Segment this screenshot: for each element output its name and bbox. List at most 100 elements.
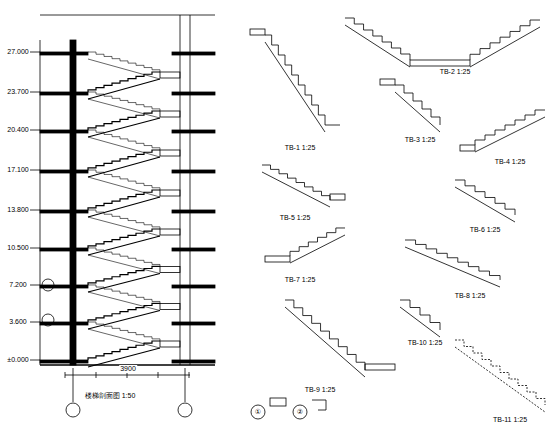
landing-slab bbox=[160, 229, 180, 235]
detail-number: ② bbox=[296, 408, 304, 416]
stair-slab bbox=[88, 59, 160, 79]
stair-section bbox=[30, 15, 215, 417]
level: 17.100 bbox=[6, 166, 29, 174]
detail-number: ① bbox=[254, 408, 262, 416]
stair-slab bbox=[455, 347, 545, 412]
stair-steps bbox=[88, 92, 160, 111]
floor-slab bbox=[40, 52, 88, 55]
stair-slab bbox=[475, 117, 545, 152]
line bbox=[325, 125, 340, 126]
level: 23.700 bbox=[6, 88, 29, 96]
stair-slab bbox=[88, 197, 160, 217]
stair-slab bbox=[88, 79, 160, 99]
landing-slab bbox=[250, 29, 265, 35]
wall-line bbox=[190, 15, 191, 365]
stair-slab bbox=[88, 329, 160, 348]
floor-slab bbox=[40, 360, 88, 363]
landing-slab bbox=[410, 60, 470, 66]
landing-slab bbox=[160, 341, 180, 347]
floor-slab bbox=[40, 130, 88, 133]
detail-circle bbox=[251, 405, 265, 419]
level: 7.200 bbox=[8, 281, 28, 289]
level-tick bbox=[30, 92, 40, 93]
floor-slab bbox=[40, 92, 88, 95]
grid-circle bbox=[66, 403, 80, 417]
stair-steps bbox=[88, 322, 160, 341]
wall bbox=[70, 40, 76, 365]
landing-slab bbox=[265, 256, 290, 262]
level-tick bbox=[30, 130, 40, 131]
stair-steps bbox=[400, 300, 440, 330]
stair-steps bbox=[455, 340, 545, 405]
stair-steps bbox=[285, 300, 365, 370]
level: 27.000 bbox=[6, 48, 29, 56]
dimension-tick bbox=[189, 372, 190, 378]
detail-title: TB-11 1:25 bbox=[492, 416, 528, 424]
stair-slab bbox=[88, 292, 160, 311]
stair-slab bbox=[88, 274, 160, 293]
stair-slab bbox=[88, 99, 160, 118]
level: 3.600 bbox=[8, 318, 28, 326]
stair-slab bbox=[470, 27, 540, 67]
dimension-tick bbox=[158, 372, 159, 378]
level-tick bbox=[30, 360, 40, 361]
level-tick bbox=[30, 52, 40, 53]
floor-slab bbox=[40, 248, 88, 251]
stair-slab bbox=[455, 187, 515, 222]
dimension-tick bbox=[96, 372, 97, 378]
dimension-tick bbox=[65, 372, 66, 378]
outline bbox=[40, 40, 41, 365]
floor-slab bbox=[172, 322, 215, 325]
stair-steps bbox=[88, 210, 160, 229]
stair-slab bbox=[88, 157, 160, 177]
dashed-flight bbox=[455, 340, 545, 412]
stair-steps bbox=[262, 165, 330, 200]
floor-slab bbox=[172, 130, 215, 133]
grid-line bbox=[185, 368, 186, 402]
floor-slab bbox=[172, 285, 215, 288]
stair-slab bbox=[262, 172, 330, 207]
stair-slab bbox=[88, 311, 160, 330]
landing-slab bbox=[365, 364, 395, 370]
grid-circle bbox=[178, 403, 192, 417]
stair-steps bbox=[395, 85, 440, 125]
detail-title: TB-10 1:25 bbox=[407, 339, 444, 347]
landing-slab bbox=[160, 150, 180, 156]
stair-steps bbox=[290, 228, 345, 256]
dimension-line bbox=[65, 375, 190, 376]
landing-slab bbox=[330, 194, 345, 200]
stair-slab bbox=[88, 118, 160, 137]
stair-steps bbox=[455, 180, 515, 215]
stair-steps bbox=[405, 240, 500, 280]
landing-slab bbox=[380, 79, 395, 85]
stair-steps bbox=[88, 285, 160, 304]
landing-slab bbox=[160, 72, 180, 78]
stair-slab bbox=[405, 247, 500, 287]
landing-slab bbox=[460, 145, 475, 151]
level-tick bbox=[30, 248, 40, 249]
detail-title: TB-2 1:25 bbox=[439, 68, 472, 76]
stair-slab bbox=[88, 255, 160, 274]
floor-slab bbox=[172, 170, 215, 173]
level: 10.500 bbox=[6, 244, 29, 252]
level-tick bbox=[30, 322, 40, 323]
level-tick bbox=[30, 170, 40, 171]
level: 13.800 bbox=[6, 206, 29, 214]
floor-slab bbox=[172, 210, 215, 213]
drawing-title: 楼梯剖面图 1:50 bbox=[84, 392, 137, 400]
floor-slab bbox=[40, 170, 88, 173]
floor-slab bbox=[172, 248, 215, 251]
stair-steps bbox=[265, 35, 325, 125]
stair-slab bbox=[88, 217, 160, 236]
detail-title: TB-9 1:25 bbox=[304, 386, 337, 394]
detail-title: TB-4 1:25 bbox=[494, 158, 527, 166]
floor-slab bbox=[172, 52, 215, 55]
level: ±0.000 bbox=[6, 356, 29, 364]
stair-steps bbox=[475, 110, 545, 145]
dimension: 3900 bbox=[119, 365, 137, 373]
roof-line bbox=[40, 15, 215, 16]
stair-slab bbox=[285, 307, 365, 377]
detail-title: TB-6 1:25 bbox=[469, 226, 502, 234]
stair-steps bbox=[88, 248, 160, 267]
